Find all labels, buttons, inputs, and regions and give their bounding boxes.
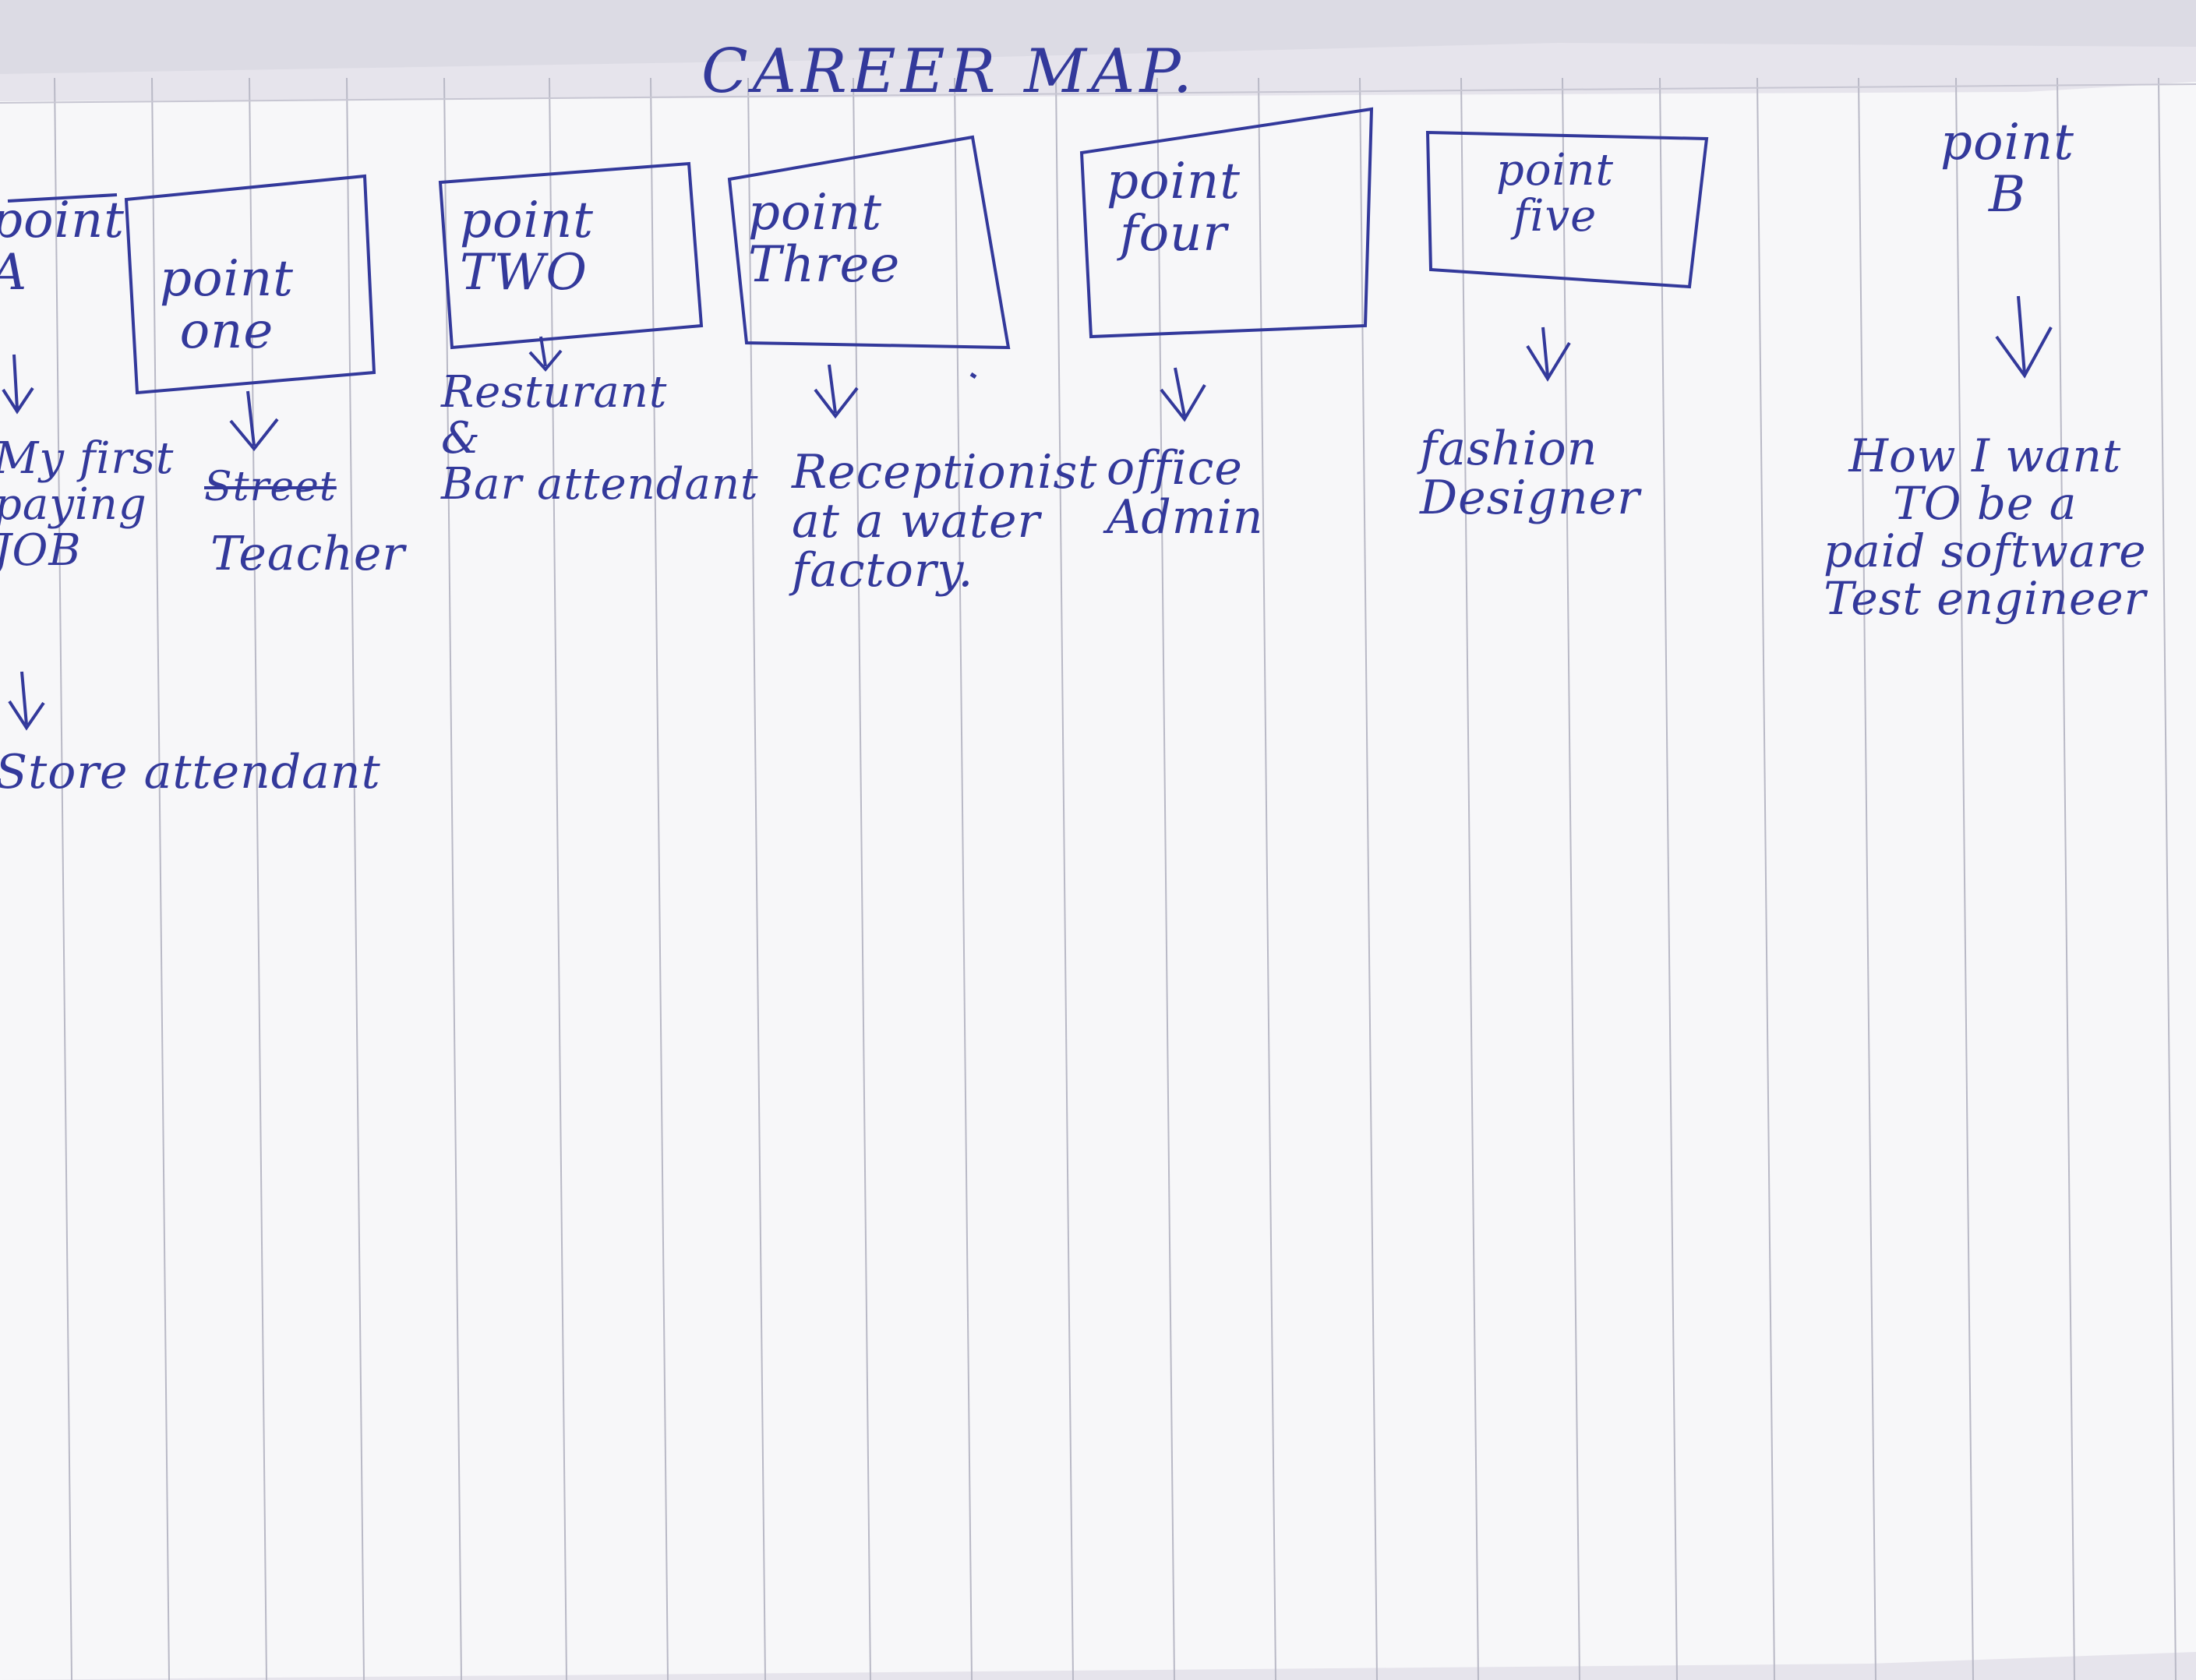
top-margin-line: [0, 83, 2196, 104]
start-second-job: Store attendant: [0, 745, 381, 799]
ruled-line-1: [54, 77, 72, 1680]
ruled-line-7: [650, 77, 669, 1680]
start-point-label: point A: [0, 192, 125, 299]
down-arrow-icon: [2, 354, 34, 415]
ruled-line-11: [1055, 77, 1074, 1680]
ruled-line-17: [1659, 77, 1678, 1680]
point-b-label: point B: [1940, 114, 2074, 224]
point-one-box: [124, 174, 376, 395]
ruled-line-20: [1955, 77, 1974, 1680]
point-one-job: Teacher: [210, 527, 406, 581]
ruled-line-6: [549, 77, 567, 1680]
start-first-job: My first paying JOB: [0, 433, 175, 576]
ruled-line-2: [151, 77, 170, 1680]
point-three-box: [727, 135, 1011, 350]
point-two-label: point TWO: [460, 192, 594, 302]
ruled-line-15: [1460, 77, 1479, 1680]
down-arrow-icon: [229, 390, 279, 452]
ruled-line-5: [443, 77, 462, 1680]
ruled-line-16: [1562, 77, 1580, 1680]
ruled-line-21: [2057, 77, 2075, 1680]
point-four-box: [1079, 107, 1374, 339]
down-arrow-icon: [8, 671, 45, 731]
start-box-edge: [7, 193, 118, 203]
point-one-struck-word: Street: [204, 464, 337, 510]
ruled-line-18: [1756, 77, 1775, 1680]
down-arrow-icon: [1160, 367, 1206, 422]
point-one-label: point one: [160, 250, 294, 361]
point-four-label: point four: [1107, 153, 1241, 263]
point-three-job: Receptionist at a water factory.: [792, 445, 1098, 598]
ruled-line-14: [1359, 77, 1378, 1680]
ruled-line-13: [1258, 77, 1276, 1680]
point-two-box: [438, 161, 704, 350]
point-five-label: point five: [1496, 145, 1615, 242]
hand-drawn-boxes: [7, 107, 1709, 395]
ruled-lines: [0, 77, 2196, 1680]
down-arrow-icon: [1995, 295, 2053, 379]
point-four-job: office Admin: [1107, 441, 1264, 545]
point-two-job: Resturant & Bar attendant: [441, 367, 759, 510]
down-arrow-icon: [1526, 326, 1571, 382]
ruled-line-3: [249, 77, 267, 1680]
point-three-label: point Three: [748, 184, 901, 295]
ruled-line-10: [954, 77, 973, 1680]
ruled-line-19: [1858, 77, 1876, 1680]
ruled-line-8: [747, 77, 766, 1680]
ruled-line-22: [2158, 77, 2177, 1680]
point-five-box: [1425, 130, 1709, 289]
ruled-line-4: [346, 77, 365, 1680]
ruled-line-12: [1156, 77, 1175, 1680]
point-five-job: fashion Designer: [1420, 422, 1640, 525]
down-arrow-icon: [528, 336, 563, 372]
down-arrow-icon: [814, 364, 859, 419]
pen-dot: [969, 372, 977, 379]
page-title: CAREER MAP.: [701, 37, 1197, 107]
arrows: [2, 295, 2053, 731]
point-b-goal: How I want TO be a paid software Test en…: [1824, 429, 2147, 625]
